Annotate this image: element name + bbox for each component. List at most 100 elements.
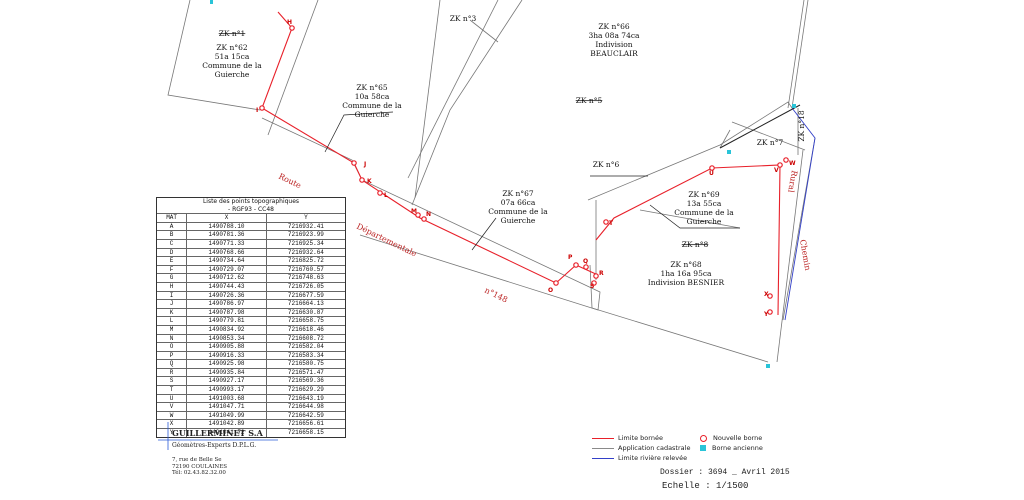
old-markers <box>210 0 796 368</box>
point-letter: U <box>709 170 714 177</box>
parcel-zk62: ZK n°62 51a 15ca Commune de la Guierche <box>202 43 262 79</box>
table-cell: 1491003.68 <box>186 393 267 403</box>
table-cell: D <box>157 247 187 257</box>
company-phone: Tél: 02.43.82.32.00 <box>172 470 226 476</box>
table-cell: 7216643.19 <box>265 393 345 403</box>
legend-item-borne-ancienne: Borne ancienne <box>700 444 763 452</box>
parcel-name: ZK n°69 <box>688 190 720 199</box>
marker-Q <box>583 264 589 270</box>
marker-P <box>573 262 579 268</box>
table-cell: L <box>157 316 187 326</box>
legend-label: Nouvelle borne <box>713 434 763 442</box>
road-label-departementale: Départementale <box>355 222 418 259</box>
table-cell: 1491041.72 <box>186 428 267 437</box>
table-cell: 7216664.13 <box>265 299 345 309</box>
river-line <box>784 107 816 321</box>
table-cell: V <box>157 402 187 412</box>
table-cell: 7216608.72 <box>265 333 345 343</box>
marker-N <box>421 216 427 222</box>
table-cell: 1490781.36 <box>186 230 267 240</box>
table-cell: Y <box>157 428 187 437</box>
table-cell: C <box>157 238 187 249</box>
points-table-header: MAT X Y <box>157 213 345 223</box>
table-cell: O <box>157 342 187 352</box>
table-cell: 7216580.75 <box>265 359 345 369</box>
table-cell: 7216825.72 <box>265 256 345 266</box>
point-letter: P <box>568 254 573 261</box>
table-cell: 7216629.29 <box>265 385 345 395</box>
point-letter: W <box>789 160 796 167</box>
parcel-name: ZK n°68 <box>670 260 702 269</box>
blue-line-swatch <box>592 457 614 459</box>
old-marker-3 <box>727 150 731 154</box>
table-cell: 7216569.36 <box>265 376 345 386</box>
table-cell: 1491042.89 <box>186 419 267 429</box>
parcel-owner: Guierche <box>501 216 536 225</box>
column-header: X <box>186 213 267 223</box>
table-cell: 1490853.34 <box>186 333 267 343</box>
company-address: 7, rue de Belle Se <box>172 457 222 463</box>
dossier-reference: Dossier : 3694 _ Avril 2015 <box>660 468 790 477</box>
table-cell: 1490779.81 <box>186 316 267 326</box>
marker-I <box>259 105 265 111</box>
point-letter: H <box>287 19 292 26</box>
points-table-title: Liste des points topographiques <box>202 198 300 205</box>
table-cell: 1490787.98 <box>186 307 267 317</box>
parcel-area: 10a 58ca <box>355 92 390 101</box>
marker-J <box>351 160 357 166</box>
table-cell: N <box>157 333 187 343</box>
scale-label: Echelle : 1/1500 <box>662 481 749 491</box>
table-cell: 1490734.64 <box>186 256 267 266</box>
table-cell: 1490916.33 <box>186 350 267 360</box>
table-cell: 1490834.92 <box>186 324 267 334</box>
parcel-name: ZK n°65 <box>356 83 388 92</box>
point-letter: I <box>256 107 258 114</box>
new-markers <box>259 25 789 315</box>
old-marker-2 <box>766 364 770 368</box>
table-cell: 1490744.43 <box>186 281 267 292</box>
legend-label: Application cadastrale <box>618 444 691 452</box>
label-zk3: ZK n°3 <box>450 14 477 23</box>
parcel-owner: Guierche <box>687 217 722 226</box>
label-zk8: ZK n°8 <box>682 240 709 249</box>
marker-U <box>709 165 715 171</box>
table-cell: 7216571.47 <box>265 367 345 377</box>
point-letter: O <box>548 287 553 294</box>
cadastral-lines <box>167 0 816 363</box>
parcel-zk67: ZK n°67 07a 66ca Commune de la Guierche <box>488 189 548 225</box>
marker-H <box>289 25 295 31</box>
table-cell: 7216642.59 <box>265 410 345 420</box>
table-cell: I <box>157 290 187 300</box>
table-cell: J <box>157 299 187 309</box>
table-cell: T <box>157 385 187 395</box>
parcel-area: 51a 15ca <box>215 52 250 61</box>
old-marker-1 <box>792 104 796 108</box>
points-table: Liste des points topographiques - RGF93 … <box>156 197 346 438</box>
table-cell: 1490729.07 <box>186 264 267 274</box>
table-cell: 7216677.59 <box>265 290 345 300</box>
table-cell: 1490712.62 <box>186 273 267 283</box>
label-zk18: ZK n°18 <box>797 110 806 142</box>
parcel-area: 07a 66ca <box>501 198 536 207</box>
legend-item-nouvelle-borne: Nouvelle borne <box>700 434 762 442</box>
point-letter: L <box>384 192 388 199</box>
marker-K <box>359 177 365 183</box>
table-cell: 7216583.34 <box>265 350 345 360</box>
table-cell: 1490786.97 <box>186 299 267 309</box>
table-cell: S <box>157 376 187 386</box>
parcel-owner: Commune de la <box>202 61 262 70</box>
legend-label: Borne ancienne <box>712 444 763 452</box>
road-label-chemin: Chemin <box>798 239 812 271</box>
table-cell: K <box>157 307 187 317</box>
parcel-area: 1ha 16a 95ca <box>660 269 712 278</box>
table-cell: 7216644.98 <box>265 402 345 412</box>
